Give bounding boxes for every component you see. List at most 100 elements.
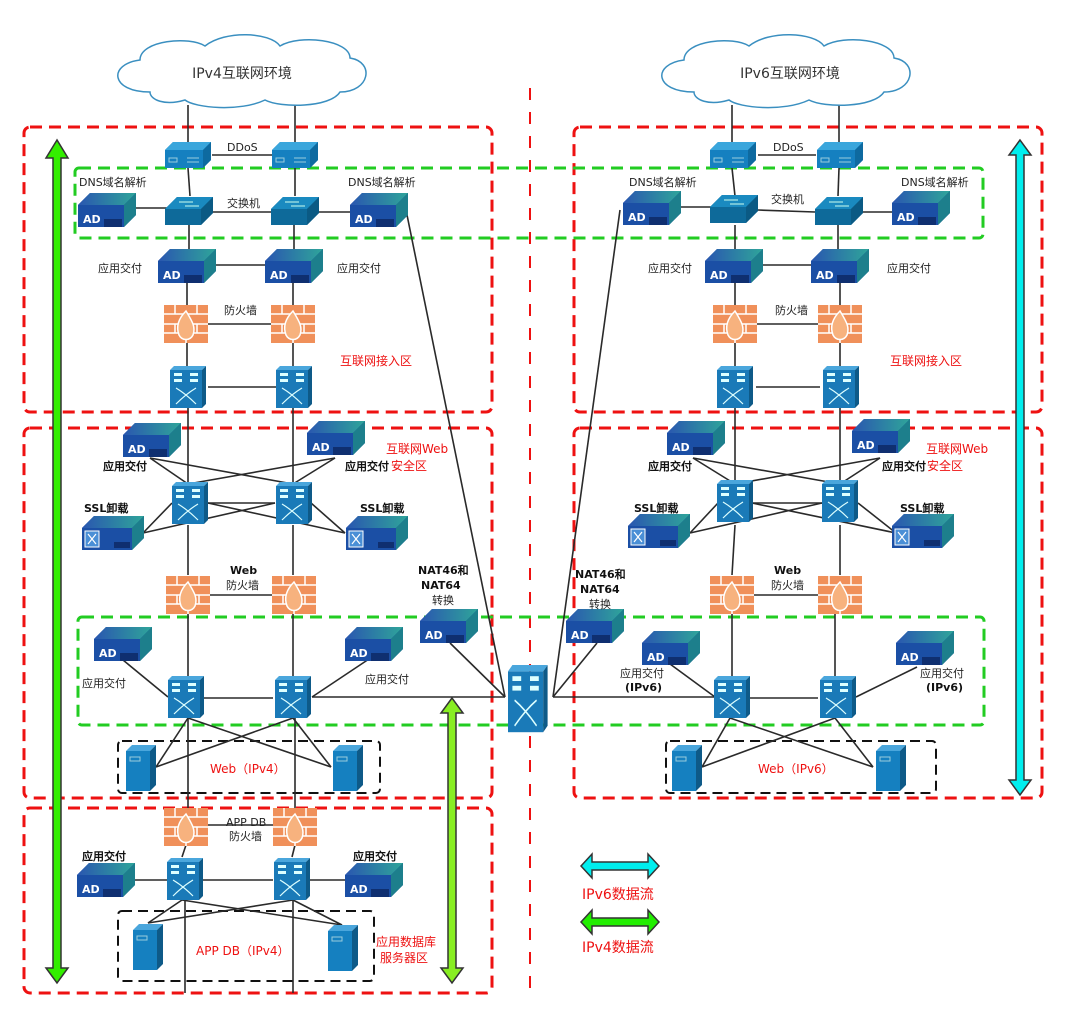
ad-device-text: AD [83, 213, 101, 226]
app-delivery-group-box [76, 615, 986, 727]
ssl-label-v6-2: SSL卸载 [900, 501, 944, 515]
ad-device-text: AD [647, 651, 665, 664]
web-firewall-label-v6: 防火墙 [771, 578, 804, 592]
cloud-ipv4-label: IPv4互联网环境 [192, 66, 292, 82]
firewall-v4-1 [163, 304, 209, 344]
db-server-1 [132, 923, 164, 971]
ddos-label-v6: DDoS [773, 141, 804, 154]
zone-label-web-security-v6-2: 安全区 [927, 458, 963, 473]
ad-device-text: AD [82, 883, 100, 896]
app-delivery-web-label-v4-1: 应用交付 [103, 459, 147, 473]
legend-ipv4-label: IPv4数据流 [582, 940, 654, 956]
firewall-v4-2 [270, 304, 316, 344]
nat-label-v4-3: 转换 [432, 593, 454, 607]
core-switch-db-1 [166, 857, 204, 901]
core-switch-dmz-v4-1 [167, 675, 205, 719]
dns-group-box [73, 166, 985, 240]
web-label-v4: Web [230, 564, 257, 577]
ssl-offload-v6-2 [891, 513, 955, 549]
firewall-v6-1 [712, 304, 758, 344]
app-delivery-db-label-1: 应用交付 [82, 849, 126, 863]
ad-device-text: AD [672, 441, 690, 454]
ad-device-text: AD [816, 269, 834, 282]
zone-internet-access-ipv4 [22, 125, 494, 414]
zone-label-web-ipv4: Web（IPv4） [210, 762, 286, 776]
app-delivery-dmz-label-v4-2: 应用交付 [365, 672, 409, 686]
web-firewall-label-v4: 防火墙 [226, 578, 259, 592]
ad-device-text: AD [99, 647, 117, 660]
switch-v4-2 [270, 196, 320, 226]
legend-ipv4-arrow-icon [579, 908, 661, 936]
core-switch-web-v6-2 [821, 479, 859, 523]
app-delivery-dmz-label-v4-1: 应用交付 [82, 676, 126, 690]
app-db-fw-label-2: 防火墙 [229, 829, 262, 843]
legend-ipv6-arrow-icon [579, 852, 661, 880]
ddos-device-v6-2 [816, 141, 864, 169]
connection-lines [122, 105, 918, 993]
db-server-2 [327, 924, 359, 972]
core-switch-dmz-v6-1 [713, 675, 751, 719]
web-ipv6-server-group [665, 740, 937, 794]
zone-label-db-zone-1: 应用数据库 [376, 934, 436, 949]
app-delivery-web-label-v6-2: 应用交付 [882, 459, 926, 473]
core-switch-web-v4-2 [275, 481, 313, 525]
zone-label-db-zone-2: 服务器区 [380, 950, 428, 965]
firewall-label-v6: 防火墙 [775, 303, 808, 317]
app-db-firewall-1 [163, 807, 209, 847]
app-delivery-label-v4-2: 应用交付 [337, 261, 381, 275]
zone-web-security-ipv4 [22, 426, 494, 800]
nat-label-v4-1: NAT46和 [418, 563, 469, 577]
ad-device-text: AD [163, 269, 181, 282]
switch-label-v4: 交换机 [227, 196, 260, 210]
core-switch-web-v6-1 [716, 479, 754, 523]
core-switch-db-2 [273, 857, 311, 901]
web-server-v6-2 [875, 744, 907, 792]
core-switch-dmz-v4-2 [274, 675, 312, 719]
ad-device-text: AD [425, 629, 443, 642]
ssl-label-v4-1: SSL卸载 [84, 501, 128, 515]
web-label-v6: Web [774, 564, 801, 577]
cloud-ipv4 [117, 34, 367, 109]
app-db-fw-label-1: APP DB [226, 816, 266, 829]
ad-device-text: AD [901, 651, 919, 664]
ssl-label-v6-1: SSL卸载 [634, 501, 678, 515]
ddos-device-v4-1 [164, 141, 212, 169]
nat-label-v4-2: NAT64 [421, 579, 461, 592]
nat-label-v6-2: NAT64 [580, 583, 620, 596]
zone-label-internet-access-v4: 互联网接入区 [340, 353, 412, 368]
dns-label-v6-1: DNS域名解析 [629, 175, 697, 189]
core-switch-web-v4-1 [171, 481, 209, 525]
core-switch-v4-1 [169, 365, 207, 409]
app-delivery-dmz-ipv6-2: (IPv6) [926, 681, 963, 694]
ad-device-text: AD [355, 213, 373, 226]
ad-device-text: AD [312, 441, 330, 454]
nat-label-v6-1: NAT46和 [575, 567, 626, 581]
app-delivery-web-label-v4-2: 应用交付 [345, 459, 389, 473]
app-delivery-dmz-label-v6-2: 应用交付 [920, 666, 964, 680]
app-delivery-db-label-2: 应用交付 [353, 849, 397, 863]
ad-device-text: AD [270, 269, 288, 282]
ddos-label-v4: DDoS [227, 141, 258, 154]
dns-label-v4-1: DNS域名解析 [79, 175, 147, 189]
ad-device-text: AD [350, 647, 368, 660]
zone-app-db [22, 806, 494, 995]
cloud-ipv6-label: IPv6互联网环境 [740, 66, 840, 82]
web-server-v4-1 [125, 744, 157, 792]
core-switch-dmz-v6-2 [819, 675, 857, 719]
zone-label-web-ipv6: Web（IPv6） [758, 762, 834, 776]
ssl-label-v4-2: SSL卸载 [360, 501, 404, 515]
ad-device-text: AD [857, 439, 875, 452]
app-delivery-label-v6-1: 应用交付 [648, 261, 692, 275]
app-delivery-dmz-ipv6-1: (IPv6) [625, 681, 662, 694]
zone-internet-access-ipv6 [572, 125, 1044, 414]
web-firewall-v4-1 [165, 575, 211, 615]
legend: IPv6数据流 IPv4数据流 [579, 852, 661, 956]
web-server-v4-2 [332, 744, 364, 792]
app-db-firewall-2 [272, 807, 318, 847]
web-firewall-v4-2 [271, 575, 317, 615]
switch-label-v6: 交换机 [771, 192, 804, 206]
switch-v6-1 [709, 194, 759, 224]
ipv4-flow-arrow-left [44, 138, 70, 985]
zone-label-web-security-v4-1: 互联网Web [386, 442, 448, 456]
